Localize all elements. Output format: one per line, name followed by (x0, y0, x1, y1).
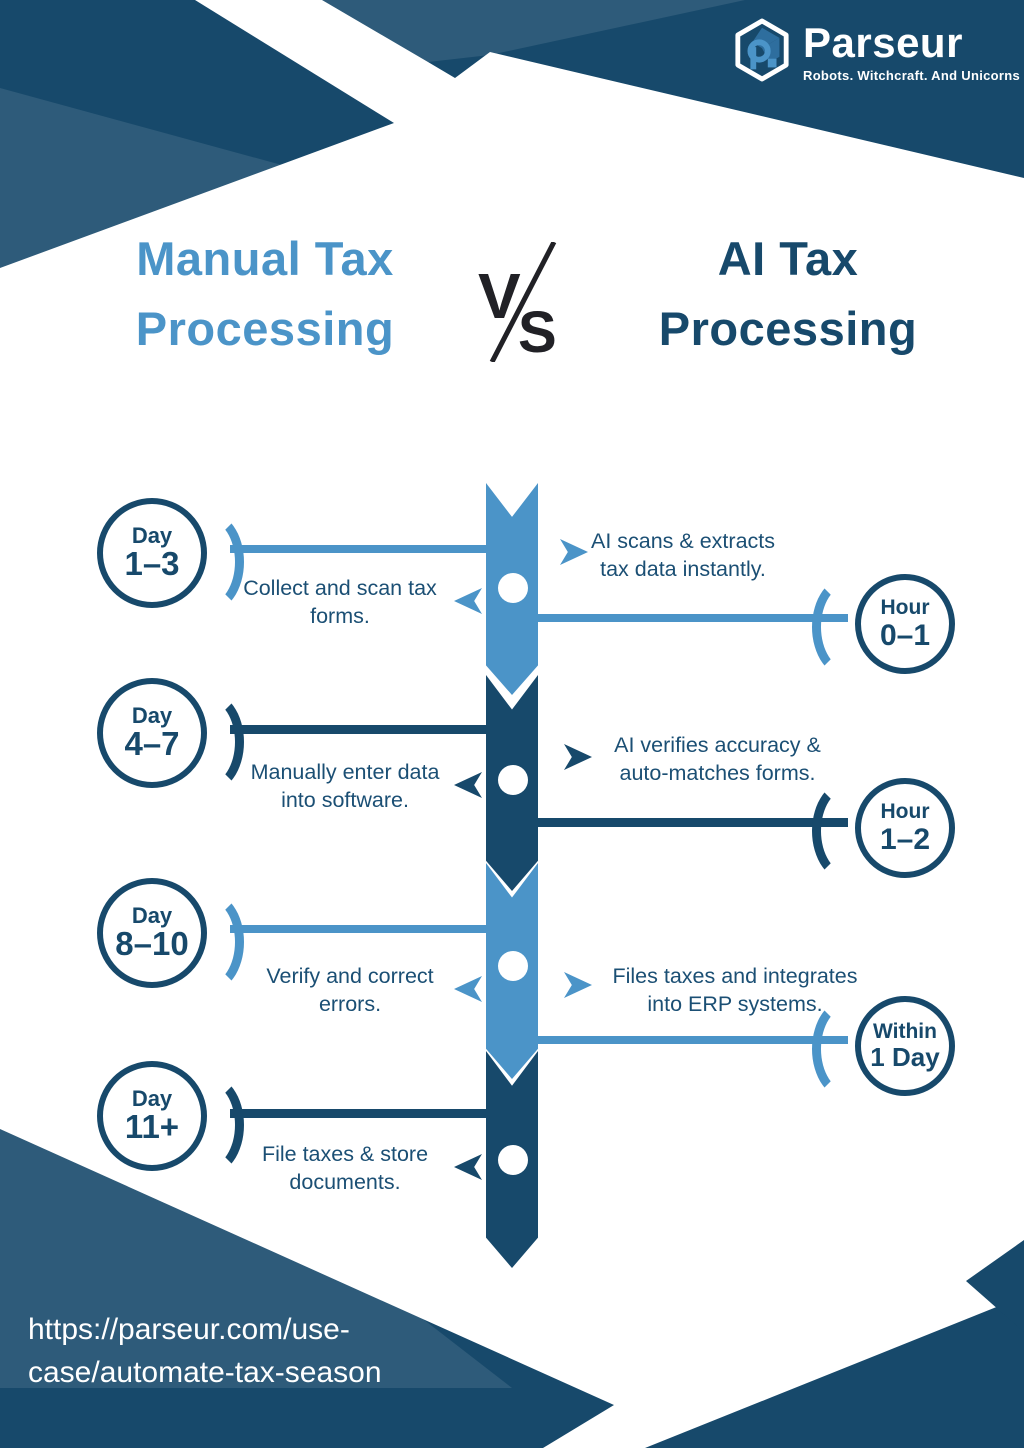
day-value: 1–3 (124, 545, 180, 583)
ai-step-3-text: Files taxes and integrates into ERP syst… (612, 964, 858, 1016)
hour-circle-3: Within 1 Day (855, 996, 955, 1096)
day-value: 8–10 (115, 925, 189, 963)
logo-brand-text: Parseur (803, 19, 963, 66)
hour-label: Within (873, 1020, 937, 1044)
day-value: 11+ (124, 1108, 180, 1146)
day-label: Day (131, 1086, 173, 1112)
arc-left-of-hour-3 (812, 998, 884, 1100)
day-circle-4: Day 11+ (97, 1061, 207, 1171)
hour-value: 0–1 (879, 619, 931, 653)
day-circle-2: Day 4–7 (97, 678, 207, 788)
parseur-logo-icon (733, 18, 791, 87)
arc-right-of-day-3 (172, 891, 244, 993)
day-circle-3: Day 8–10 (97, 878, 207, 988)
arc-right-of-day-4 (172, 1074, 244, 1176)
connector-day-1 (230, 545, 487, 553)
arc-right-of-day-2 (172, 691, 244, 793)
connector-day-4 (230, 1109, 487, 1118)
manual-title-line2: Processing (135, 302, 395, 355)
ai-step-2-text: AI verifies accuracy & auto-matches form… (614, 733, 821, 785)
timeline-dot-1 (498, 573, 528, 603)
manual-step-3-text: Verify and correct errors. (266, 964, 434, 1016)
svg-text:V: V (478, 260, 521, 332)
footer-url: https://parseur.com/use- case/automate-t… (28, 1313, 382, 1389)
versus-icon: V S (466, 240, 566, 365)
manual-tax-title: Manual Tax Processing (35, 224, 495, 364)
ai-title-line1: AI Tax (717, 232, 859, 285)
arc-left-of-hour-1 (812, 576, 884, 678)
manual-step-1-text: Collect and scan tax forms. (243, 576, 437, 628)
timeline-dot-2 (498, 765, 528, 795)
connector-hour-1 (538, 614, 848, 622)
ai-step-1-text: AI scans & extracts tax data instantly. (590, 529, 775, 581)
day-label: Day (131, 703, 173, 729)
manual-step-2-text: Manually enter data into software. (250, 760, 440, 812)
arc-left-of-hour-2 (812, 780, 884, 882)
ai-tax-title: AI Tax Processing (558, 224, 1018, 364)
logo-tagline: Robots. Witchcraft. And Unicorns (803, 68, 1021, 83)
arc-right-of-day-1 (172, 511, 244, 613)
hour-value: 1–2 (879, 823, 931, 857)
day-circle-1: Day 1–3 (97, 498, 207, 608)
manual-title-line1: Manual Tax (136, 232, 394, 285)
hour-circle-2: Hour 1–2 (855, 778, 955, 878)
hour-label: Hour (880, 799, 930, 823)
connector-hour-2 (538, 818, 848, 827)
connector-day-2 (230, 725, 487, 734)
manual-step-4-text: File taxes & store documents. (261, 1142, 429, 1194)
day-label: Day (131, 903, 173, 929)
connector-hour-3 (538, 1036, 848, 1044)
svg-text:S: S (518, 300, 557, 362)
day-value: 4–7 (124, 725, 180, 763)
timeline-dot-3 (498, 951, 528, 981)
ai-title-line2: Processing (658, 302, 918, 355)
day-label: Day (131, 523, 173, 549)
connector-day-3 (230, 925, 487, 933)
hour-value: 1 Day (870, 1042, 940, 1073)
parseur-logo: Parseur Robots. Witchcraft. And Unicorns (733, 18, 1020, 87)
hour-circle-1: Hour 0–1 (855, 574, 955, 674)
hour-label: Hour (880, 595, 930, 619)
timeline-dot-4 (498, 1145, 528, 1175)
